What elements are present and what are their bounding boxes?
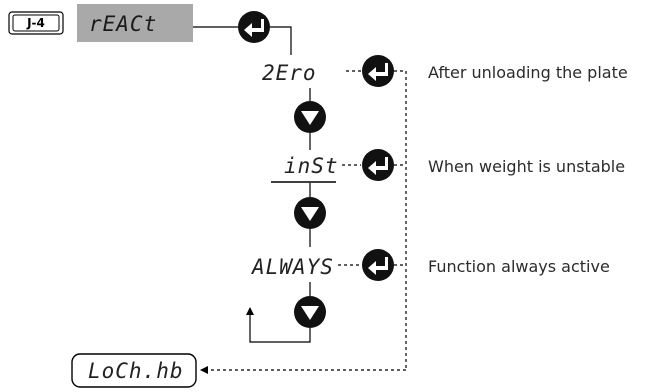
- option-always-description: Function always active: [428, 257, 610, 276]
- option-always-display: ALWAYS: [250, 255, 334, 279]
- option-inst-description: When weight is unstable: [428, 157, 625, 176]
- menu-code-label: J-4: [26, 16, 45, 30]
- option-inst-display: inSt: [284, 154, 339, 178]
- next-parameter-box: LoCh.hb: [71, 353, 197, 388]
- down-arrow-key-icon-3[interactable]: [294, 296, 326, 328]
- parameter-display-text: rEACt: [89, 12, 157, 36]
- enter-key-icon-zero[interactable]: [362, 55, 394, 87]
- enter-key-icon-always[interactable]: [362, 249, 394, 281]
- down-arrow-key-icon-1[interactable]: [294, 101, 326, 133]
- parameter-display: rEACt: [77, 4, 193, 42]
- loop-back-arrow: [246, 307, 311, 343]
- down-arrow-key-icon-2[interactable]: [294, 197, 326, 229]
- option-zero-display: 2Ero: [262, 61, 317, 85]
- option-zero-description: After unloading the plate: [428, 63, 628, 82]
- next-parameter-text: LoCh.hb: [88, 359, 184, 383]
- enter-key-icon-inst[interactable]: [362, 149, 394, 181]
- enter-key-icon[interactable]: [238, 11, 270, 43]
- menu-code-box: J-4: [8, 11, 64, 35]
